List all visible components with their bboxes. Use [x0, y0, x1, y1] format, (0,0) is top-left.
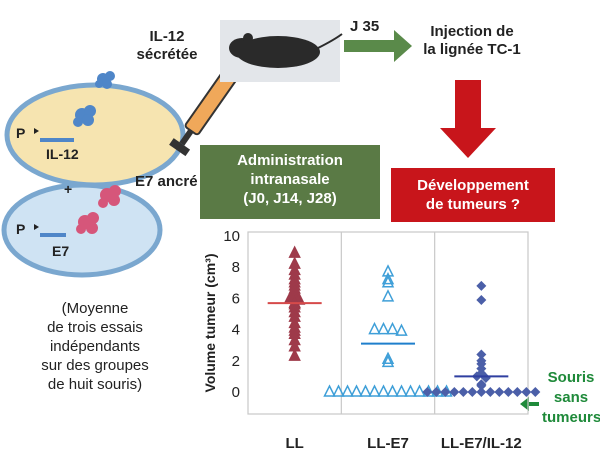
arrow-down-icon — [440, 80, 496, 158]
development-box: Développement de tumeurs ? — [391, 168, 555, 222]
il12-protein-icon — [95, 71, 115, 89]
e7-anchored-label: E7 ancré — [135, 173, 198, 190]
arrow-right-icon — [344, 30, 412, 62]
j35-label: J 35 — [350, 18, 380, 35]
gene-label-il12: IL-12 — [46, 146, 79, 162]
gene-label-e7: E7 — [52, 243, 70, 259]
arrow-left-icon — [520, 397, 539, 411]
methods-note: (Moyenne de trois essais indépendants su… — [41, 300, 149, 393]
il12-secreted-label: IL-12 sécrétée — [136, 28, 198, 63]
promoter-il12-icon — [34, 128, 74, 142]
administration-box: Administration intranasale (J0, J14, J28… — [200, 145, 380, 219]
promoter-e7-icon — [34, 224, 66, 237]
promoter-label-2: P — [16, 221, 26, 237]
promoter-label-1: P — [16, 125, 26, 141]
bacterium-il12-cell — [4, 82, 186, 188]
il12-protein-inside-icon — [73, 105, 96, 127]
injection-label: Injection de la lignée TC-1 — [423, 23, 521, 58]
mice-without-tumors-label: Souris sans tumeurs — [542, 369, 600, 426]
e7-protein-inside-icon — [76, 212, 99, 234]
e7-protein-icon — [98, 185, 121, 208]
mouse-icon — [220, 20, 343, 82]
plus-sign: + — [64, 181, 73, 197]
